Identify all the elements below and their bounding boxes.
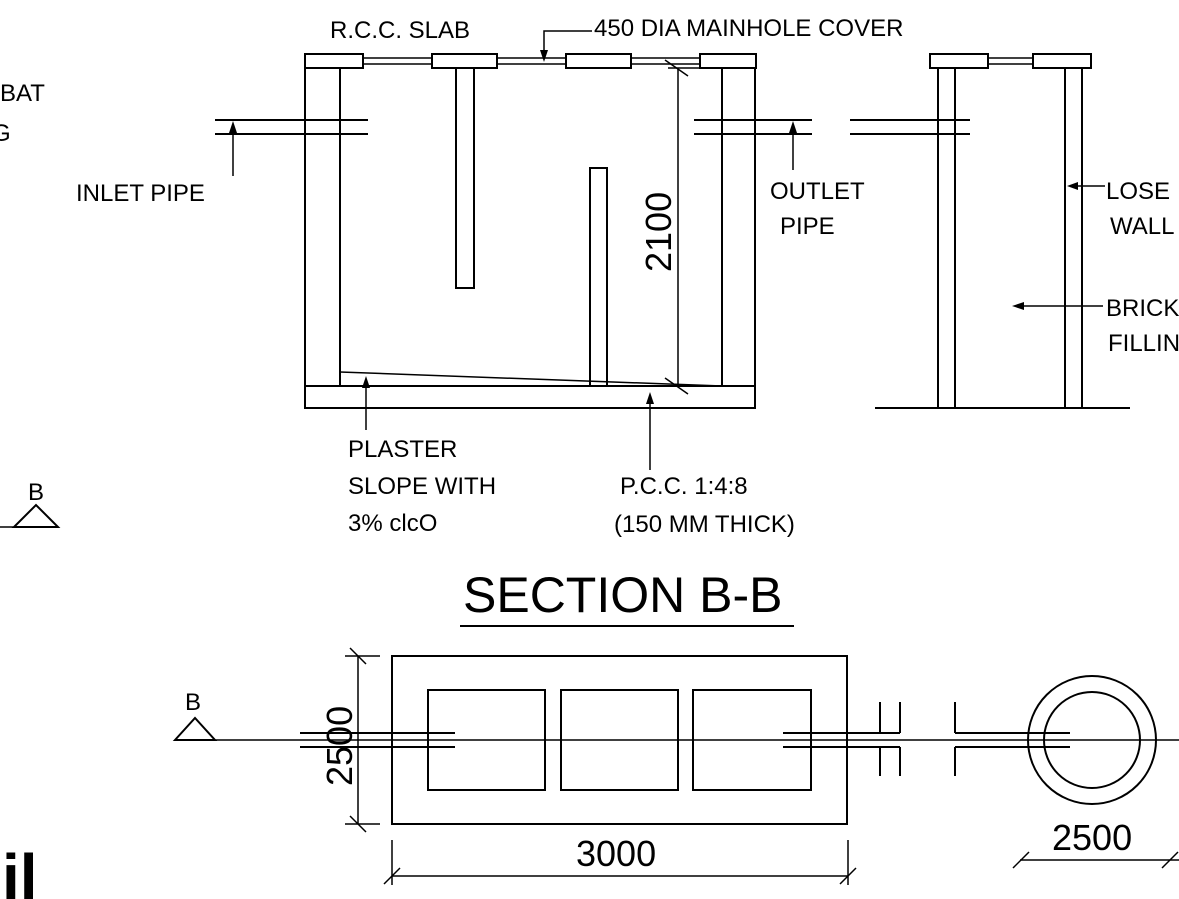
soak-pit-outer — [1027, 675, 1157, 805]
rcc-slab-label: R.C.C. SLAB — [330, 17, 470, 44]
brick-filling-label-1: BRICK — [1106, 295, 1179, 322]
section-marker-upper — [11, 503, 61, 528]
section-mark-lower-label: B — [185, 689, 201, 716]
plaster-label-3: 3% clcO — [348, 510, 437, 537]
brick-filling-label-2: FILLIN — [1108, 330, 1179, 357]
outlet-pipe-label-1: OUTLET — [770, 178, 865, 205]
plan-view — [175, 647, 1179, 885]
plaster-label-1: PLASTER — [348, 436, 457, 463]
slab-block — [304, 53, 364, 69]
depth-dimension: 2100 — [638, 192, 679, 272]
width-dimension: 2500 — [319, 706, 360, 786]
lose-wall-label-2: WALL — [1110, 213, 1174, 240]
partial-logo-text: il — [2, 841, 38, 899]
slab-block — [431, 53, 498, 69]
plaster-slope — [339, 371, 723, 387]
manhole-cover-label: 450 DIA MAINHOLE COVER — [594, 15, 903, 42]
section-mark-upper-label: B — [28, 479, 44, 506]
soak-pit-dimension: 2500 — [1052, 817, 1132, 858]
slab-block — [565, 53, 632, 69]
pcc-label-1: P.C.C. 1:4:8 — [620, 473, 748, 500]
g-fragment-label: G — [0, 120, 11, 147]
section-leaders — [229, 30, 797, 470]
lose-wall-label-1: LOSE — [1106, 178, 1170, 205]
slab-block — [699, 53, 757, 69]
inlet-pipe-label: INLET PIPE — [76, 180, 205, 207]
section-marker-lower — [172, 716, 218, 741]
bat-fragment-label: BAT — [0, 80, 45, 107]
septic-tank-section — [215, 53, 812, 409]
pcc-label-2: (150 MM THICK) — [614, 511, 795, 538]
baffle-wall — [455, 67, 475, 289]
soak-pit-inner — [1043, 691, 1141, 789]
baffle-wall — [589, 167, 608, 387]
soak-pit-section — [850, 53, 1130, 409]
length-dimension: 3000 — [576, 833, 656, 874]
section-title: SECTION B-B — [463, 567, 782, 623]
outlet-pipe-label-2: PIPE — [780, 213, 835, 240]
pcc-base — [304, 385, 756, 409]
plaster-label-2: SLOPE WITH — [348, 473, 496, 500]
